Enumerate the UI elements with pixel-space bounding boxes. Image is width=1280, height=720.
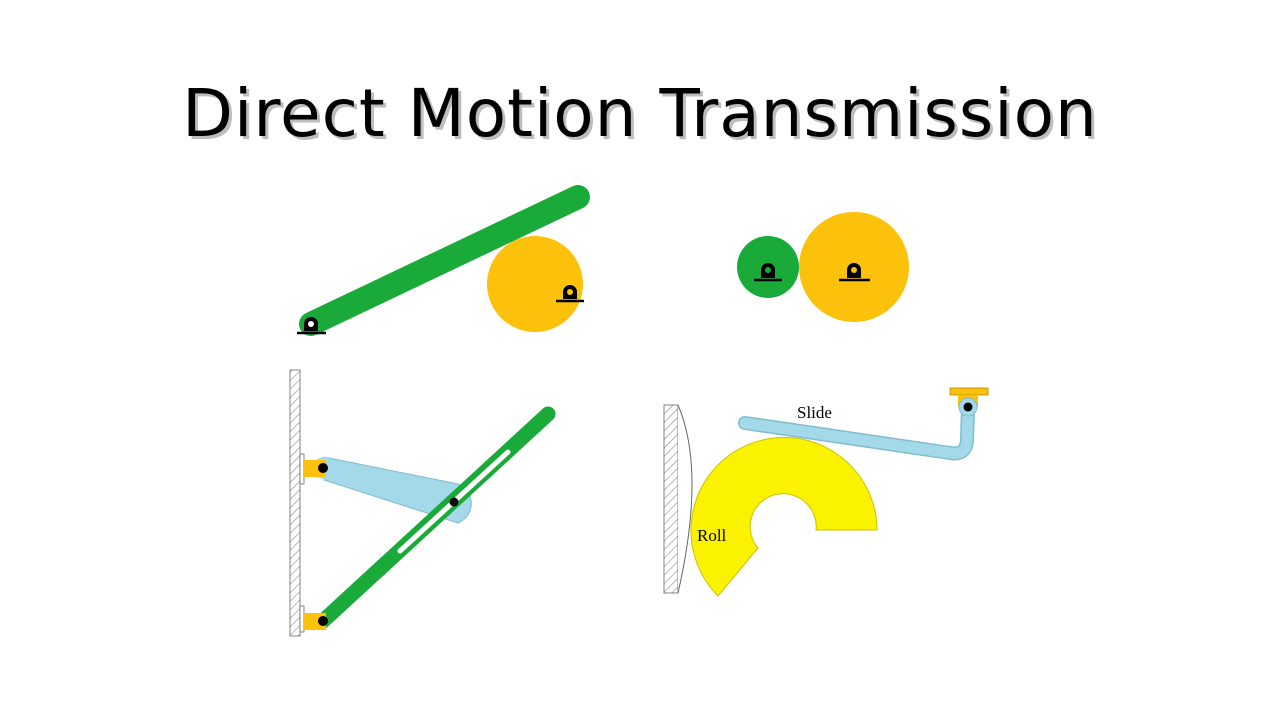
small-wheel-pivot-icon [754,263,782,282]
yellow-roll [690,437,878,597]
friction-wheels-diagram [737,212,909,322]
roll-wall-hatch [663,404,679,594]
slotted-link-diagram [289,369,556,637]
wall-bracket-lower [299,605,305,633]
slide-label: Slide [797,403,832,422]
page-title: Direct Motion Transmission [182,75,1098,152]
wall-bracket-upper [299,453,305,485]
lever-pivot-icon [297,317,326,335]
lower-pin-icon [318,616,328,626]
wall-hatch [289,369,301,637]
wall-curve [677,404,693,594]
slider-pin-icon [449,497,459,507]
cam-disc [487,236,583,332]
roll-slide-diagram: Slide Roll [663,387,989,597]
lever-cam-diagram [297,185,590,336]
large-wheel-pivot-icon [839,263,870,282]
slide-pivot-icon [963,402,973,412]
cam-pivot-icon [556,285,584,303]
upper-pin-icon [318,463,328,473]
green-lever [299,185,590,336]
roll-label: Roll [697,526,727,545]
slide-pivot-mount [949,387,989,396]
